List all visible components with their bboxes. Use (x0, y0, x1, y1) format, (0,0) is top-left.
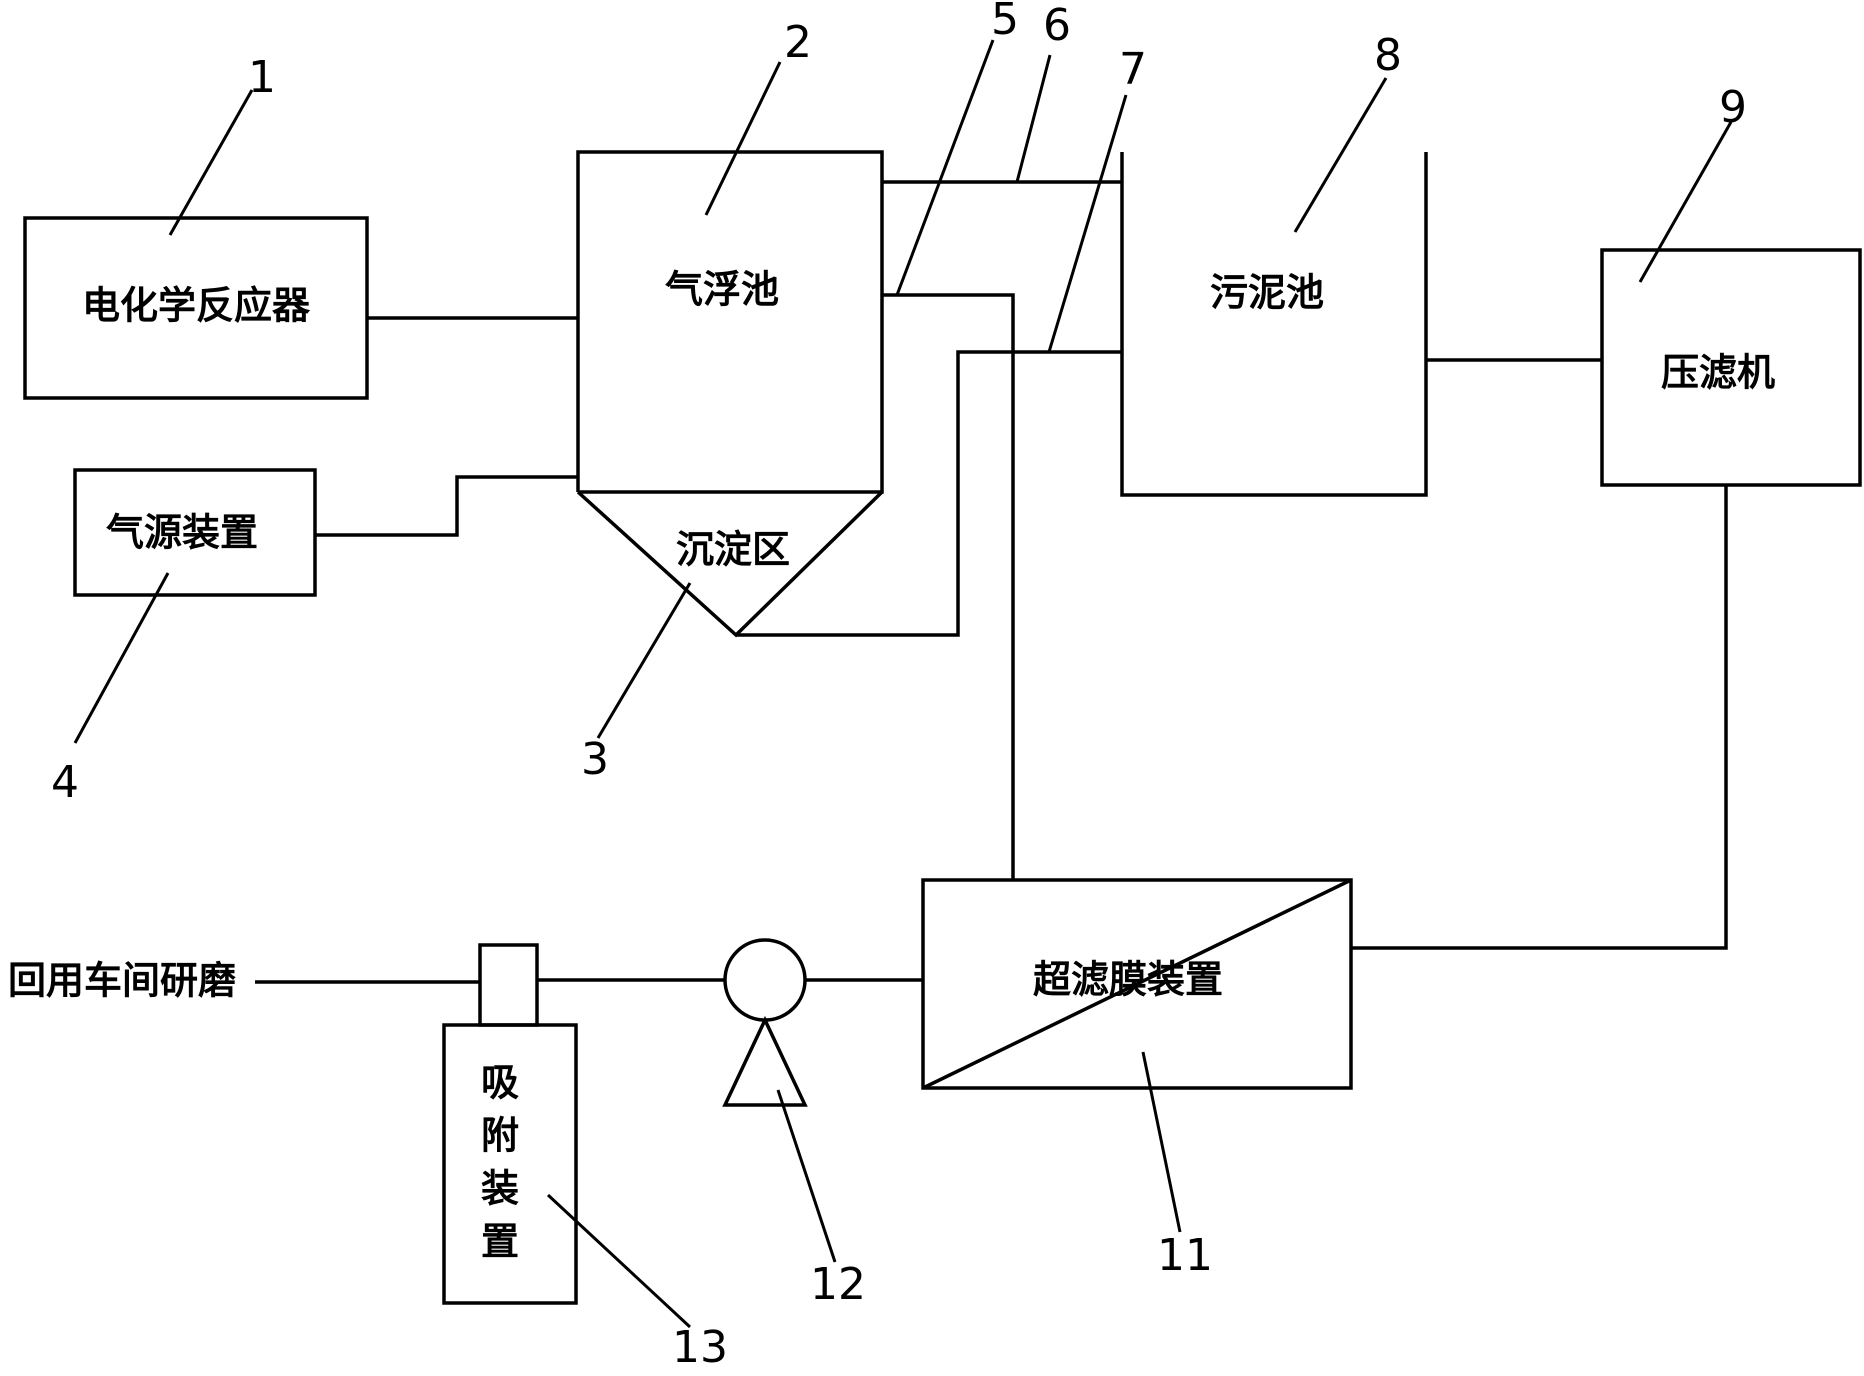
adsorption-label-char-2: 附 (481, 1114, 519, 1158)
leader-2 (704, 61, 782, 216)
leader-12 (776, 1089, 837, 1263)
air-source-box (73, 468, 317, 597)
air-source-label: 气源装置 (106, 511, 258, 555)
leader-4 (73, 572, 170, 744)
adsorption-label-char-3: 装 (481, 1167, 519, 1211)
adsorption-label-char-4: 置 (481, 1220, 519, 1264)
ref-number-9: 9 (1719, 82, 1747, 133)
ref-number-11: 11 (1157, 1230, 1213, 1281)
ultrafiltration-label: 超滤膜装置 (1033, 958, 1223, 1002)
leader-11 (1141, 1051, 1182, 1233)
leader-3 (596, 582, 692, 739)
flotation-tank-label: 气浮池 (665, 268, 779, 312)
ref-number-3: 3 (581, 734, 609, 785)
pipe-5-flotation-to-ultrafiltration (882, 293, 1015, 880)
leader-8 (1293, 77, 1388, 233)
adsorption-cap (478, 943, 539, 1027)
ref-number-5: 5 (991, 0, 1019, 45)
adsorption-label-char-1: 吸 (481, 1061, 519, 1105)
ref-number-7: 7 (1119, 44, 1147, 95)
pipe-air-to-flotation (315, 475, 578, 537)
ref-number-4: 4 (51, 757, 79, 808)
pump-base-triangle (722, 1015, 808, 1107)
reactor-box (23, 216, 369, 400)
ref-number-2: 2 (784, 17, 812, 68)
leader-9 (1638, 121, 1733, 283)
sludge-tank-label: 污泥池 (1210, 271, 1324, 315)
leader-7 (1047, 94, 1128, 353)
ref-number-8: 8 (1374, 30, 1402, 81)
pipe-7-sediment-to-sludge (736, 350, 1122, 637)
reuse-outlet-label: 回用车间研磨 (8, 959, 236, 1003)
reactor-label: 电化学反应器 (82, 284, 311, 328)
leader-6 (1015, 54, 1052, 183)
ref-number-1: 1 (248, 52, 276, 103)
pipe-filter-press-to-ultrafiltration (1351, 485, 1728, 950)
leader-5 (895, 39, 995, 296)
filter-press-label: 压滤机 (1661, 351, 1775, 395)
ref-number-6: 6 (1043, 0, 1071, 51)
sludge-tank (1120, 152, 1428, 497)
ref-number-12: 12 (810, 1259, 866, 1310)
membrane-diagonal (922, 878, 1352, 1090)
sedimentation-zone-label: 沉淀区 (676, 528, 790, 572)
leader-13 (546, 1193, 692, 1329)
ref-number-13: 13 (672, 1322, 728, 1373)
ultrafiltration-box (921, 878, 1353, 1090)
filter-press-box (1600, 248, 1862, 487)
leader-1 (168, 89, 254, 236)
flotation-tank-body (576, 150, 884, 494)
pump-circle (723, 938, 807, 1022)
adsorption-body (442, 1023, 578, 1305)
